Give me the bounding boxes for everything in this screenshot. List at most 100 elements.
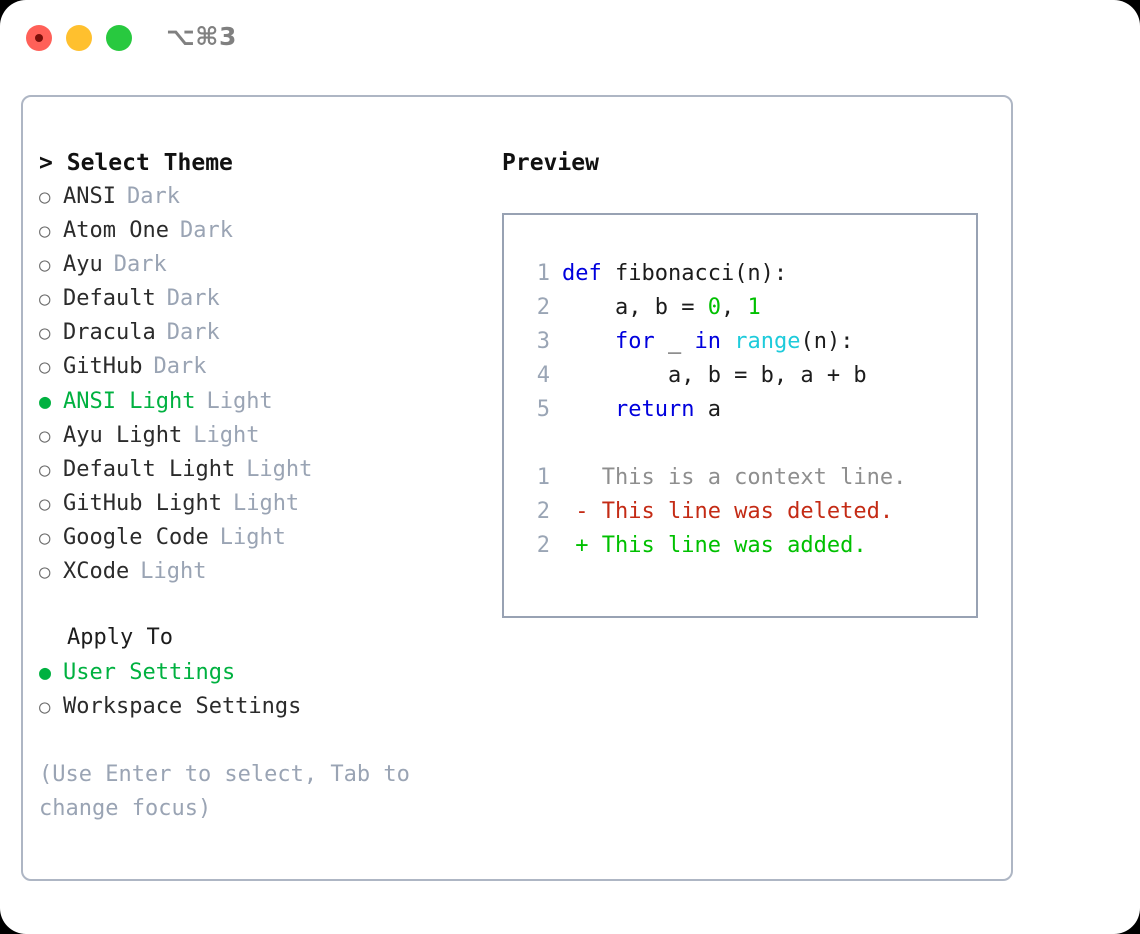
- code-line-text: def fibonacci(n):: [562, 257, 787, 291]
- code-token-kw: in: [694, 329, 721, 354]
- theme-name-label: Atom One: [63, 218, 169, 243]
- code-token-kw: def: [562, 261, 615, 286]
- theme-list-item[interactable]: ○ GitHub Light Light: [39, 487, 479, 521]
- section-spacer: [39, 589, 479, 621]
- minimize-window-button[interactable]: [66, 25, 92, 51]
- code-line-number: 5: [536, 397, 550, 422]
- theme-variant-tag: Light: [232, 491, 300, 516]
- code-line-text: return a: [562, 393, 721, 427]
- theme-list-item[interactable]: ○ Ayu Light Light: [39, 419, 479, 453]
- code-token-plain: fibonacci(n):: [614, 261, 788, 286]
- code-token-num: 1: [747, 295, 761, 320]
- theme-name-label: ANSI: [63, 184, 116, 209]
- radio-unselected-icon: ○: [39, 527, 51, 549]
- theme-name-label: GitHub: [63, 354, 143, 379]
- code-line-text: a, b = 0, 1: [562, 291, 761, 325]
- maximize-window-button[interactable]: [106, 25, 132, 51]
- apply-to-list: ● User Settings ○ Workspace Settings: [39, 655, 479, 724]
- theme-variant-tag: Dark: [179, 218, 233, 243]
- radio-unselected-icon: ○: [39, 220, 51, 242]
- code-token-plain: _: [654, 329, 695, 354]
- diff-line-text-ctx: This is a context line.: [562, 465, 907, 490]
- close-window-button[interactable]: [26, 25, 52, 51]
- prompt-caret-icon: >: [39, 150, 53, 176]
- radio-unselected-icon: ○: [39, 322, 51, 344]
- radio-unselected-icon: ○: [39, 493, 51, 515]
- code-line-number: 4: [536, 363, 550, 388]
- theme-name-label: Ayu Light: [63, 423, 183, 448]
- code-line: 5 return a: [516, 393, 976, 427]
- theme-variant-tag: Light: [219, 525, 286, 550]
- theme-list-title-text: Select Theme: [66, 150, 233, 176]
- code-line: 2 a, b = 0, 1: [516, 291, 976, 325]
- theme-name-label: XCode: [63, 559, 130, 584]
- apply-to-label: User Settings: [63, 660, 236, 685]
- code-line: 3 for _ in range(n):: [516, 325, 976, 359]
- diff-line-number: 1: [536, 465, 550, 490]
- theme-list-header: > Select Theme: [39, 146, 479, 180]
- code-line-text: for _ in range(n):: [562, 325, 853, 359]
- apply-to-item[interactable]: ○ Workspace Settings: [39, 690, 479, 724]
- radio-unselected-icon: ○: [39, 696, 51, 718]
- theme-variant-tag: Dark: [166, 286, 220, 311]
- theme-variant-tag: Dark: [126, 184, 180, 209]
- code-token-num: 0: [707, 295, 721, 320]
- code-line-number: 2: [536, 295, 550, 320]
- code-line-number: 1: [536, 261, 550, 286]
- code-token-plain: ,: [720, 295, 748, 320]
- code-token-fn: range: [734, 329, 801, 354]
- code-token-plain: a, b =: [562, 295, 708, 320]
- traffic-light-group: [26, 25, 132, 51]
- diff-line: 2 - This line was deleted.: [516, 495, 976, 529]
- diff-line: 2 + This line was added.: [516, 529, 976, 563]
- theme-name-label: Ayu: [63, 252, 103, 277]
- radio-selected-icon: ●: [39, 389, 52, 413]
- theme-name-label: GitHub Light: [63, 491, 222, 516]
- theme-variant-tag: Light: [193, 423, 260, 448]
- code-token-plain: a, b = b, a + b: [562, 363, 867, 388]
- diff-line-text-del: - This line was deleted.: [562, 499, 894, 524]
- theme-variant-tag: Dark: [113, 252, 167, 277]
- code-token-kw: return: [614, 397, 695, 422]
- title-bar: ⌥⌘3: [0, 0, 1140, 78]
- theme-list-item[interactable]: ○ XCode Light: [39, 555, 479, 589]
- diff-line: 1 This is a context line.: [516, 461, 976, 495]
- theme-variant-tag: Light: [140, 559, 207, 584]
- keyboard-shortcut-label: ⌥⌘3: [166, 22, 237, 51]
- preview-heading: Preview: [502, 150, 599, 176]
- code-token-plain: [562, 397, 615, 422]
- apply-to-title: Apply To: [67, 625, 173, 650]
- theme-name-label: ANSI Light: [63, 389, 196, 414]
- theme-list-item[interactable]: ● ANSI Light Light: [39, 384, 479, 419]
- code-line-number: 3: [536, 329, 550, 354]
- radio-unselected-icon: ○: [39, 425, 51, 447]
- radio-unselected-icon: ○: [39, 288, 51, 310]
- theme-name-label: Default Light: [63, 457, 236, 482]
- theme-list-item[interactable]: ○ Atom One Dark: [39, 214, 479, 248]
- code-token-plain: [562, 329, 615, 354]
- theme-list-item[interactable]: ○ Google Code Light: [39, 521, 479, 555]
- theme-variant-tag: Dark: [153, 354, 207, 379]
- radio-selected-icon: ●: [39, 660, 52, 684]
- apply-to-item[interactable]: ● User Settings: [39, 655, 479, 690]
- theme-variant-tag: Light: [206, 389, 273, 414]
- code-token-plain: (n):: [800, 329, 854, 354]
- theme-variant-tag: Light: [246, 457, 313, 482]
- apply-to-label: Workspace Settings: [63, 694, 302, 719]
- radio-unselected-icon: ○: [39, 561, 51, 583]
- theme-name-label: Google Code: [63, 525, 209, 550]
- theme-list-title: [53, 150, 67, 176]
- code-token-plain: [721, 329, 734, 354]
- diff-line-number: 2: [536, 499, 550, 524]
